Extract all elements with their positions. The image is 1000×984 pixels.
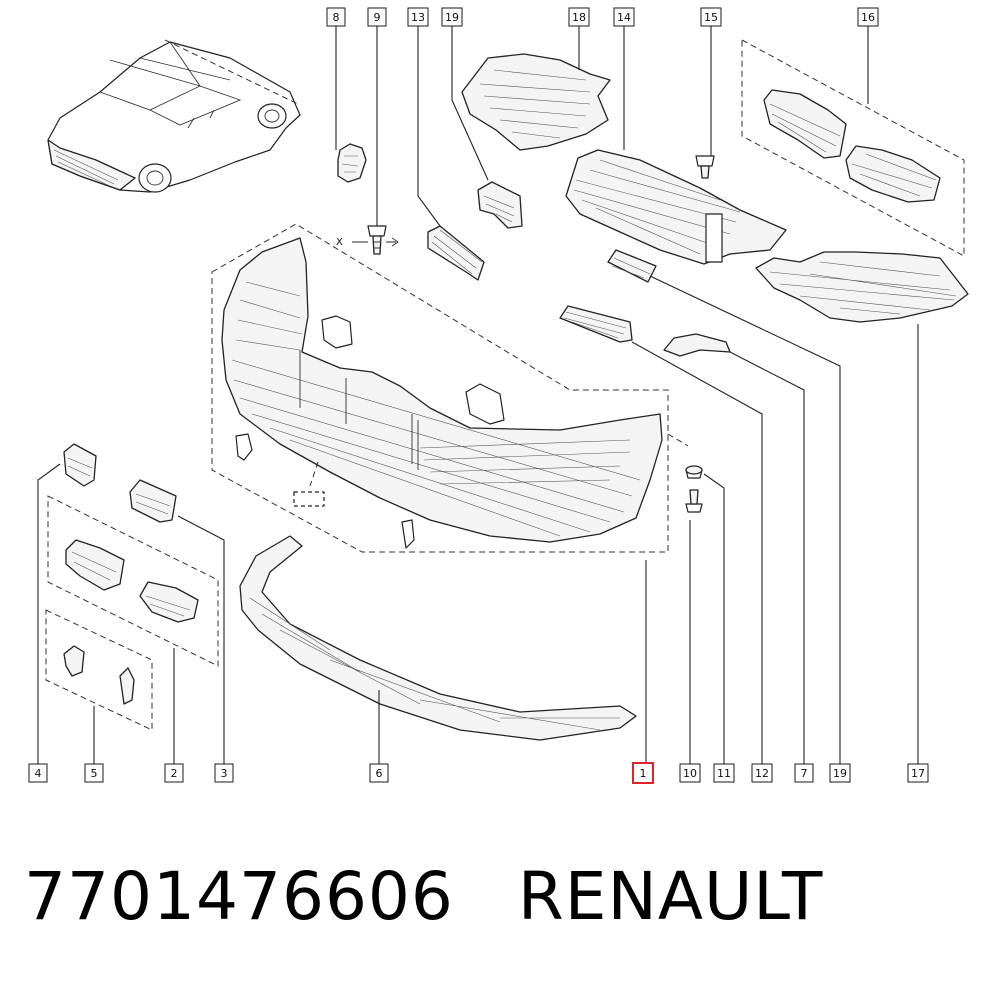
callout-18: 18 [568,7,590,27]
svg-text:12: 12 [755,767,769,780]
undertray-part-17 [755,251,969,323]
footer-caption: 7701476606 RENAULT [24,858,823,948]
svg-text:18: 18 [572,11,586,24]
svg-text:15: 15 [704,11,718,24]
svg-text:7: 7 [801,767,808,780]
screw-icon [695,155,715,179]
bracket-part-7 [663,333,731,357]
callout-1-selected: 1 [632,762,654,784]
callout-5: 5 [84,763,104,783]
callout-7: 7 [794,763,814,783]
svg-text:17: 17 [911,767,925,780]
car-thumbnail-icon [47,39,301,193]
svg-text:3: 3 [221,767,228,780]
callout-3: 3 [214,763,234,783]
callout-12: 12 [751,763,773,783]
svg-text:19: 19 [445,11,459,24]
undertray-icon [461,53,611,151]
callout-17: 17 [907,763,929,783]
callout-14: 14 [613,7,635,27]
axis-label-x: X [336,237,343,248]
bracket-part-12 [559,305,633,343]
brand-name: RENAULT [517,858,824,935]
svg-text:8: 8 [333,11,340,24]
screw-icon [352,225,399,255]
callout-16: 16 [857,7,879,27]
callout-8: 8 [326,7,346,27]
svg-text:13: 13 [411,11,425,24]
callout-2: 2 [164,763,184,783]
spoiler-part-6 [239,535,637,741]
callout-13: 13 [407,7,429,27]
svg-text:16: 16 [861,11,875,24]
svg-text:1: 1 [640,767,647,780]
callout-10: 10 [679,763,701,783]
undertray-part-14 [565,149,787,265]
callout-6: 6 [369,763,389,783]
svg-text:6: 6 [376,767,383,780]
svg-text:11: 11 [717,767,731,780]
undertray-part-16 [741,39,965,257]
part-number: 7701476606 [24,858,454,935]
svg-text:4: 4 [35,767,42,780]
callout-15: 15 [700,7,722,27]
callout-19-bottom: 19 [829,763,851,783]
leader-lines [37,26,919,764]
bracket-part-19-top [477,181,523,229]
callout-4: 4 [28,763,48,783]
clip-part-3 [129,479,177,523]
group-part-5 [45,609,153,731]
callout-9: 9 [367,7,387,27]
callout-19-top: 19 [441,7,463,27]
bracket-part-19-mid [607,249,657,283]
clip-part-4 [63,443,97,487]
callout-11: 11 [713,763,735,783]
bracket-part-8 [337,143,367,183]
svg-text:2: 2 [171,767,178,780]
svg-text:19: 19 [833,767,847,780]
svg-text:5: 5 [91,767,98,780]
group-part-2 [47,495,219,667]
bumper-icon [211,223,669,553]
svg-text:10: 10 [683,767,697,780]
svg-text:14: 14 [617,11,631,24]
clip-part-13 [427,225,485,281]
screw-icon [667,433,703,513]
parts-diagram: X [28,7,969,784]
svg-text:9: 9 [374,11,381,24]
